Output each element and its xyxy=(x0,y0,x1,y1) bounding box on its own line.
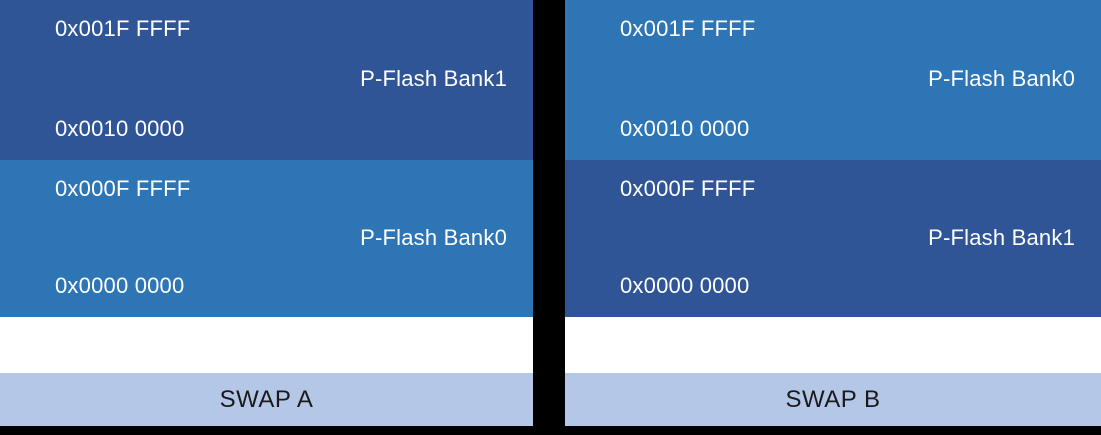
swap-b-label: SWAP B xyxy=(785,385,881,413)
upper-bank-end-address: 0x001F FFFF xyxy=(55,16,191,41)
bottom-border xyxy=(0,426,533,435)
swap-b-bar: SWAP B xyxy=(565,373,1101,426)
swap-a-upper-bank-block: 0x001F FFFF P-Flash Bank1 0x0010 0000 xyxy=(0,0,533,160)
upper-bank-name-label: P-Flash Bank0 xyxy=(928,66,1075,91)
swap-b-lower-bank-block: 0x000F FFFF P-Flash Bank1 0x0000 0000 xyxy=(565,160,1101,317)
upper-bank-start-address: 0x0010 0000 xyxy=(620,116,750,141)
swap-a-lower-bank-block: 0x000F FFFF P-Flash Bank0 0x0000 0000 xyxy=(0,160,533,317)
swap-b-panel: 0x001F FFFF P-Flash Bank0 0x0010 0000 0x… xyxy=(565,0,1101,435)
upper-bank-end-address: 0x001F FFFF xyxy=(620,16,756,41)
swap-a-label: SWAP A xyxy=(219,385,314,413)
column-divider xyxy=(533,0,565,435)
upper-bank-start-address: 0x0010 0000 xyxy=(55,116,185,141)
lower-bank-name-label: P-Flash Bank0 xyxy=(360,224,507,250)
swap-b-upper-bank-block: 0x001F FFFF P-Flash Bank0 0x0010 0000 xyxy=(565,0,1101,160)
spacer xyxy=(565,317,1101,373)
lower-bank-end-address: 0x000F FFFF xyxy=(620,176,756,201)
lower-bank-end-address: 0x000F FFFF xyxy=(55,176,191,201)
lower-bank-name-label: P-Flash Bank1 xyxy=(928,224,1075,250)
spacer xyxy=(0,317,533,373)
swap-a-bar: SWAP A xyxy=(0,373,533,426)
swap-a-panel: 0x001F FFFF P-Flash Bank1 0x0010 0000 0x… xyxy=(0,0,533,435)
upper-bank-name-label: P-Flash Bank1 xyxy=(360,66,507,91)
bottom-border xyxy=(565,426,1101,435)
lower-bank-start-address: 0x0000 0000 xyxy=(620,273,750,298)
lower-bank-start-address: 0x0000 0000 xyxy=(55,273,185,298)
